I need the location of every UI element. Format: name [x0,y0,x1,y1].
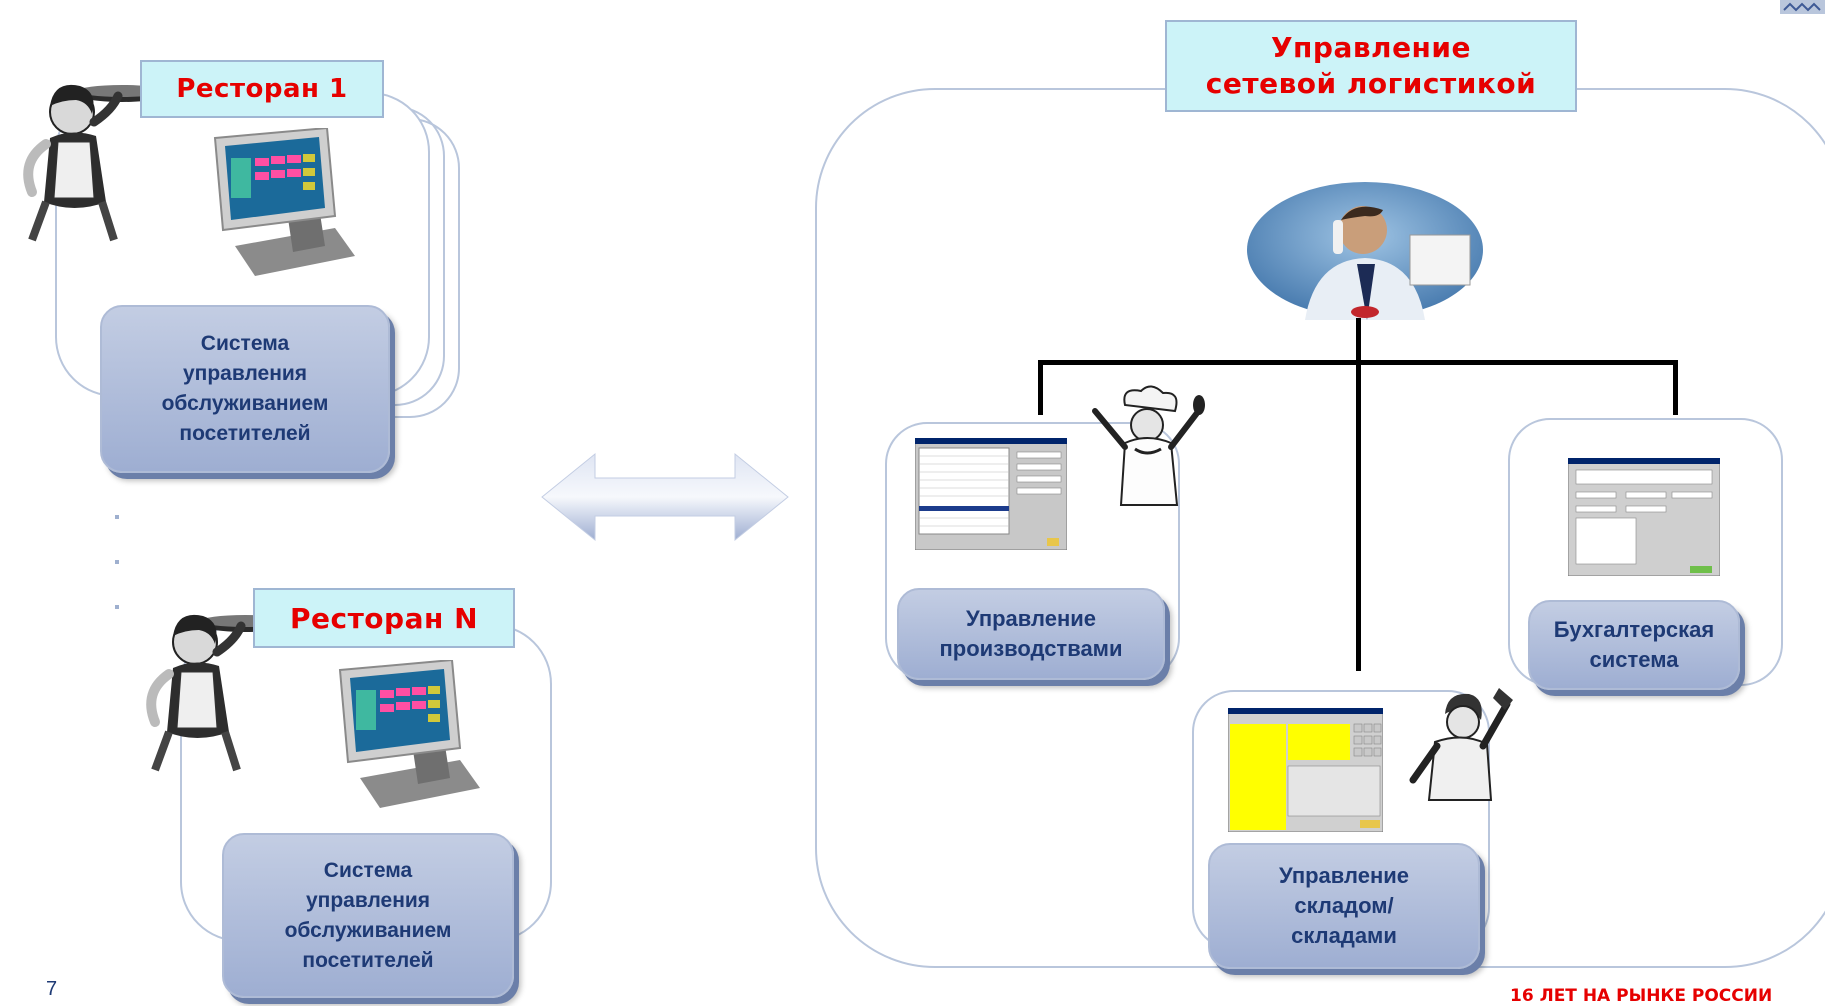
connector-left-drop [1038,360,1043,415]
connector-horizontal [1038,360,1678,365]
accounting-box: Бухгалтерская система [1528,600,1740,690]
pos-terminal-illustration [213,128,355,276]
ellipsis-dot-3 [115,605,119,609]
warehouse-box: Управление складом/ складами [1208,843,1480,969]
connector-right-drop [1673,360,1678,415]
worker-illustration [1409,688,1513,801]
ellipsis-dot-1 [115,515,119,519]
production-box: Управление производствами [897,588,1165,680]
restaurant-1-title: Ресторан 1 [140,60,384,118]
connector-vertical-main [1356,318,1361,671]
ellipsis-dot-2 [115,560,119,564]
chef-illustration [1092,385,1205,506]
pos-terminal-illustration-n [338,660,480,808]
accounting-app-screenshot [1568,458,1720,576]
manager-photo [1247,182,1483,320]
restaurant-n-title: Ресторан N [253,588,515,648]
footer-slogan: 16 ЛЕТ НА РЫНКЕ РОССИИ [1510,986,1773,1006]
double-arrow-icon [541,452,789,542]
page-number: 7 [46,978,58,1000]
warehouse-app-screenshot [1228,708,1383,832]
production-app-screenshot [915,438,1067,550]
restaurant-n-system-box: Система управления обслуживанием посетит… [222,833,514,998]
company-logo-icon [1780,0,1825,14]
network-logistics-title: Управление сетевой логистикой [1165,20,1577,112]
restaurant-1-system-box: Система управления обслуживанием посетит… [100,305,390,473]
